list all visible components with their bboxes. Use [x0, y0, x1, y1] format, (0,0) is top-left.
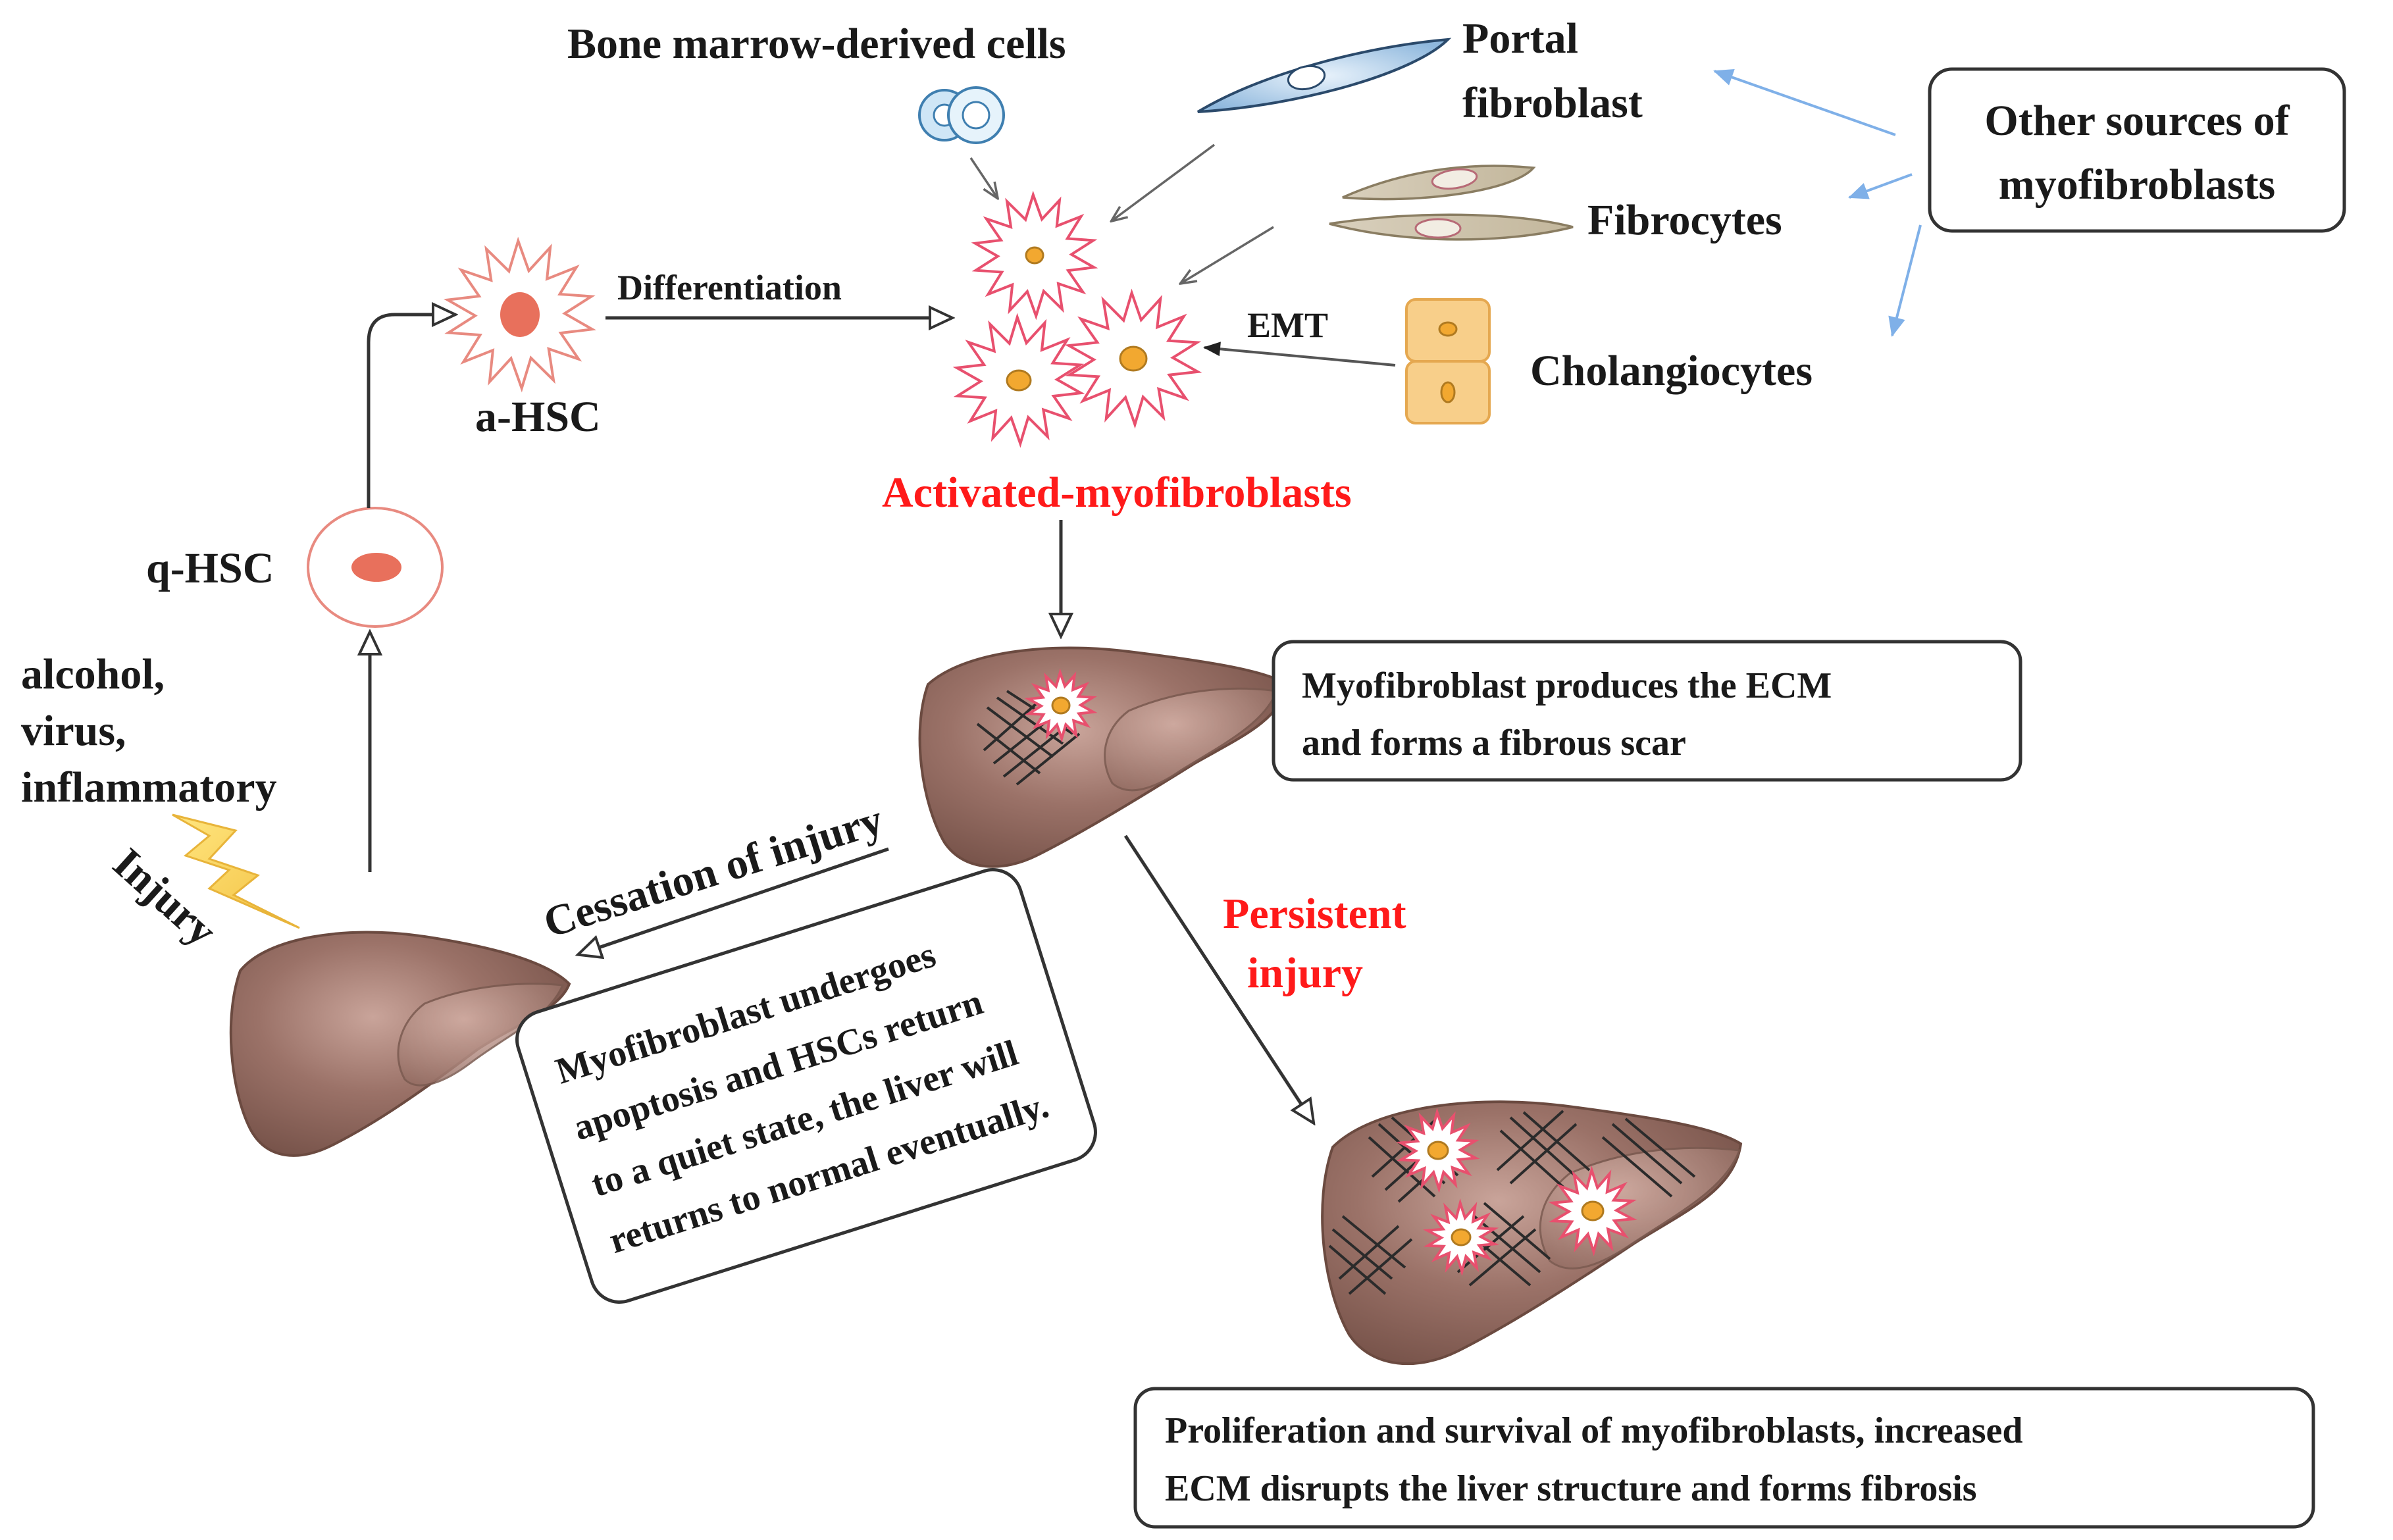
arrow-bone-marrow-to-myofibroblasts — [969, 157, 997, 197]
other-sources-line-1: Other sources of — [1984, 97, 2290, 145]
fib-star-3-nucleus — [1451, 1228, 1472, 1246]
myofibroblast-1-nucleus — [1025, 246, 1044, 265]
fibrocytes-label: Fibrocytes — [1587, 196, 1782, 244]
apoptosis-box: Myofibroblast undergoes apoptosis and HS… — [515, 868, 1097, 1304]
fib-star-2-nucleus — [1581, 1200, 1605, 1221]
differentiation-label: Differentiation — [617, 268, 842, 307]
other-sources-box: Other sources of myofibroblasts — [1928, 67, 2346, 233]
q-hsc-label: q-HSC — [146, 544, 274, 592]
cause-label-1: alcohol, — [21, 650, 165, 698]
portal-label-2: fibroblast — [1462, 79, 1643, 127]
emt-label: EMT — [1247, 305, 1328, 345]
blue-arrow-to-portal — [1713, 69, 1896, 136]
other-sources-line-2: myofibroblasts — [1999, 161, 2276, 209]
activated-myofibroblast-cluster — [952, 190, 1202, 448]
a-hsc-cell — [443, 236, 597, 393]
a-hsc-label: a-HSC — [475, 393, 601, 441]
fibrosis-hatch — [1328, 1110, 1696, 1295]
activated-label: Activated-myofibroblasts — [882, 469, 1352, 517]
cause-label-2: virus, — [21, 707, 126, 755]
scar-hatch — [976, 690, 1081, 786]
arrow-fibrocytes-to-myofibroblasts — [1181, 226, 1274, 283]
portal-fibroblast-icon — [1196, 38, 1452, 113]
arrow-cessation — [579, 847, 889, 954]
portal-label-1: Portal — [1462, 14, 1578, 63]
ecm-scar-line-1: Myofibroblast produces the ECM — [1302, 665, 1832, 706]
ecm-scar-box: Myofibroblast produces the ECM and forms… — [1272, 640, 2022, 782]
bone-marrow-cells-icon — [918, 86, 1005, 144]
ecm-scar-line-2: and forms a fibrous scar — [1302, 723, 1686, 763]
cholangiocytes-icon — [1405, 298, 1491, 424]
fibrocytes-icon — [1329, 165, 1574, 241]
arrow-portal-to-myofibroblasts — [1112, 143, 1216, 220]
a-hsc-nucleus — [500, 292, 540, 337]
scar-myofibroblast — [1024, 668, 1098, 743]
fibrotic-liver — [1321, 1100, 1743, 1366]
scar-star-nucleus — [1051, 696, 1071, 715]
fibrotic-myofibroblasts — [1396, 1108, 1637, 1277]
persistent-label-2: injury — [1247, 949, 1363, 997]
fibrosis-line-1: Proliferation and survival of myofibrobl… — [1165, 1410, 2023, 1451]
scarred-liver — [918, 646, 1289, 868]
blue-arrow-to-cholangiocytes — [1888, 224, 1922, 337]
arrow-persistent — [1123, 834, 1313, 1122]
cause-label-3: inflammatory — [21, 763, 277, 811]
healthy-liver — [229, 931, 571, 1157]
lightning-bolt-icon — [172, 813, 300, 929]
blue-arrow-to-fibrocytes — [1848, 173, 1913, 199]
cholangiocytes-label: Cholangiocytes — [1530, 347, 1813, 395]
fib-star-1-nucleus — [1427, 1141, 1449, 1160]
fibrosis-line-2: ECM disrupts the liver structure and for… — [1165, 1468, 1977, 1509]
myofibroblast-2-nucleus — [1006, 369, 1032, 392]
bone-marrow-label: Bone marrow-derived cells — [567, 20, 1066, 68]
fibrosis-box: Proliferation and survival of myofibrobl… — [1133, 1387, 2315, 1529]
q-hsc-cell — [307, 507, 444, 628]
persistent-label-1: Persistent — [1223, 890, 1406, 938]
myofibroblast-3-nucleus — [1119, 346, 1148, 372]
arrow-emt — [1203, 342, 1396, 367]
arrow-activation — [367, 315, 454, 508]
